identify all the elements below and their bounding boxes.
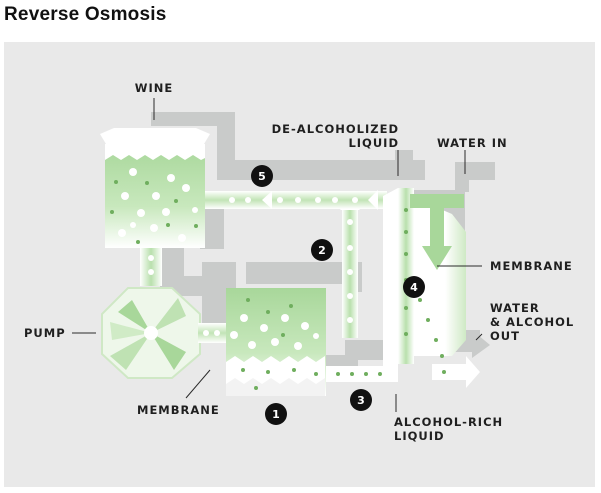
label-pump: PUMP [24,326,66,340]
pump [101,287,201,379]
label-water-in: WATER IN [437,136,508,150]
membrane-vessel [383,188,480,388]
step-marker-3: 3 [350,389,372,411]
water-in-pipe [410,194,464,270]
dealcoholized-pipe [205,190,387,210]
svg-text:2: 2 [318,244,326,257]
label-dealcoholized-line2: LIQUID [348,136,399,150]
label-alcohol-rich-line2: LIQUID [394,429,445,443]
svg-text:1: 1 [272,408,280,421]
label-membrane-right: MEMBRANE [490,259,573,273]
step-marker-1: 1 [265,403,287,425]
label-water-alcohol-line3: OUT [490,329,520,343]
step-marker-2: 2 [311,239,333,261]
membrane-tank [226,288,326,396]
page-title: Reverse Osmosis [4,4,167,25]
return-pipe [340,198,360,338]
wine-tank [100,128,210,286]
label-membrane-bottom: MEMBRANE [137,403,220,417]
label-water-alcohol-line2: & ALCOHOL [490,315,574,329]
pump-outlet-pipe [198,323,228,343]
svg-text:3: 3 [357,394,365,407]
label-alcohol-rich-line1: ALCOHOL-RICH [394,415,503,429]
alcohol-rich-pipe [326,366,398,382]
label-dealcoholized-line1: DE-ALCOHOLIZED [272,122,399,136]
leader-lines [72,98,483,412]
svg-text:5: 5 [258,170,266,183]
step-marker-5: 5 [251,165,273,187]
svg-text:4: 4 [410,281,418,294]
label-water-alcohol-line1: WATER [490,301,540,315]
label-wine: WINE [135,81,173,95]
step-marker-4: 4 [403,276,425,298]
